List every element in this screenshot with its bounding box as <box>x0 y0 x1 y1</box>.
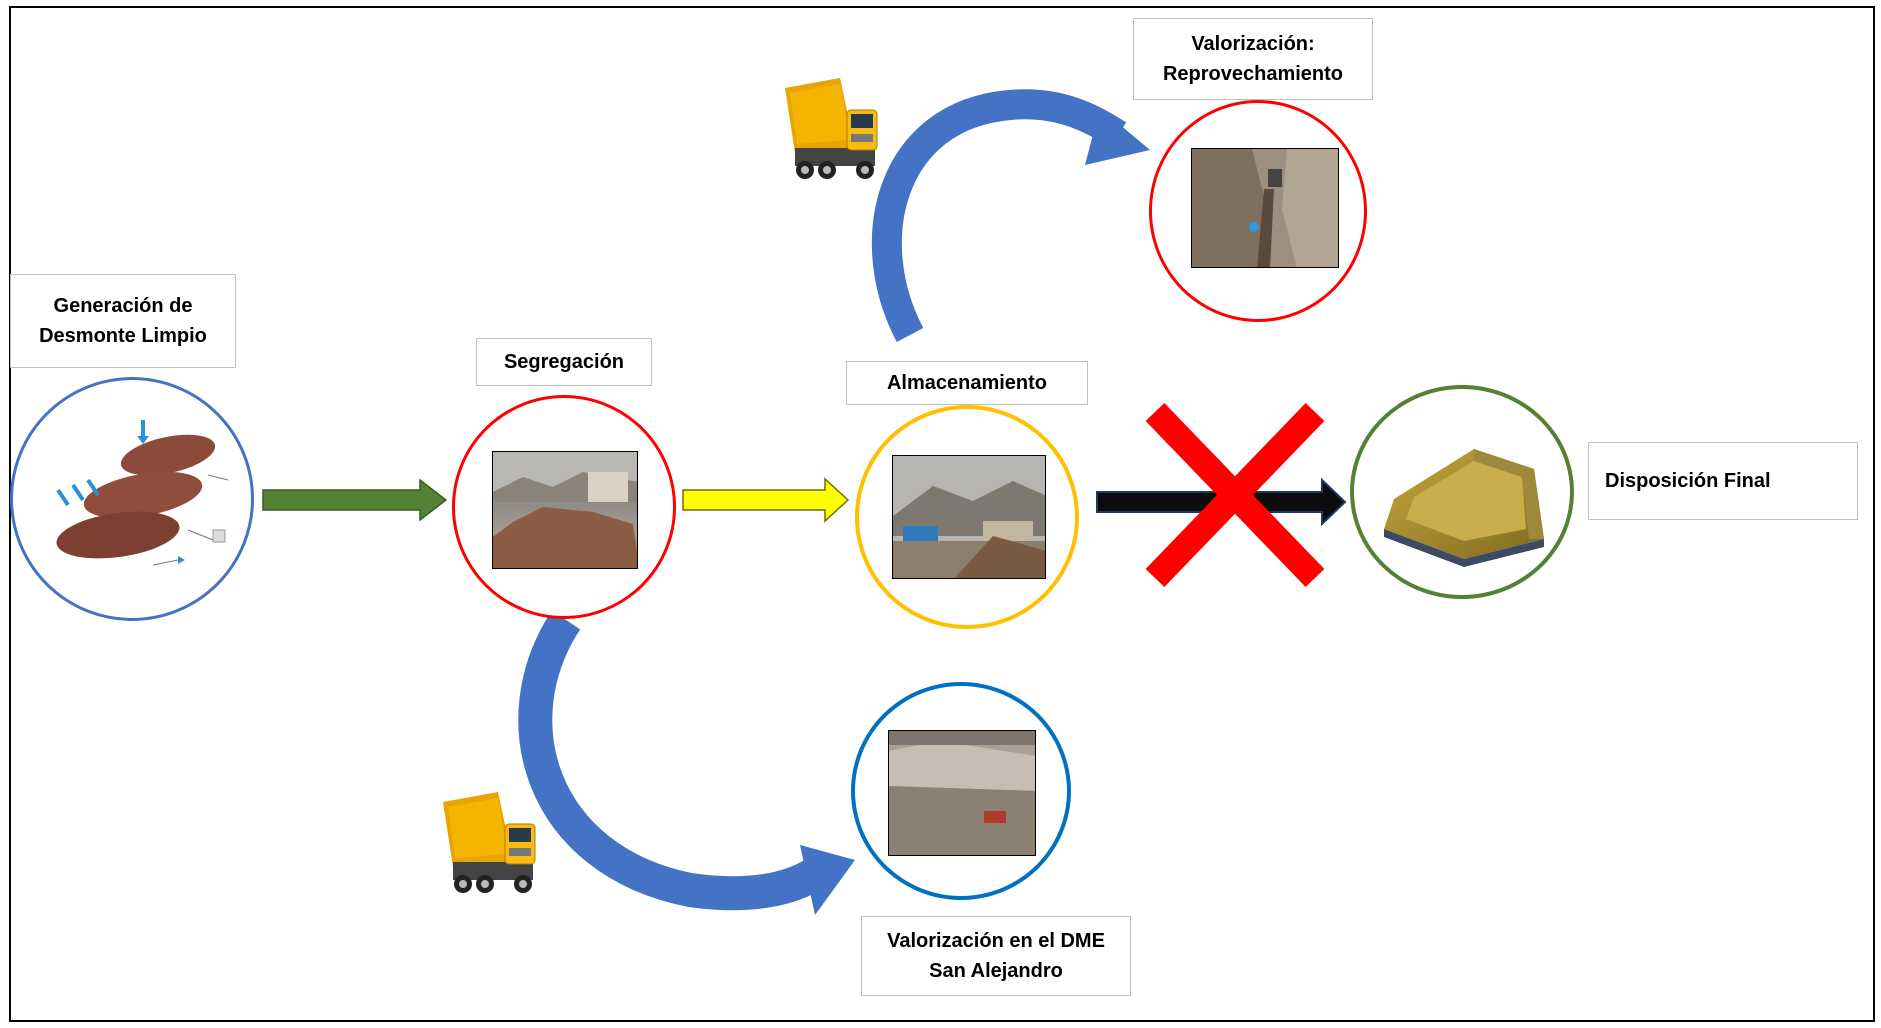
cross-mark-icon <box>1145 402 1325 588</box>
curved-arrow-to-reprovechamiento <box>871 89 1150 342</box>
soil-piles-illustration <box>56 420 229 566</box>
dump-truck-icon <box>443 792 536 893</box>
green-arrow <box>262 478 448 522</box>
dme-photo <box>888 730 1036 856</box>
generacion-label: Generación de Desmonte Limpio <box>10 274 236 368</box>
valorizacion-dme-label: Valorización en el DME San Alejandro <box>861 916 1131 996</box>
curved-arrow-to-dme <box>518 610 855 915</box>
yellow-arrow <box>682 477 850 523</box>
dme-node <box>851 682 1071 900</box>
landfill-illustration <box>1384 449 1544 567</box>
segregacion-photo <box>492 451 638 569</box>
dump-truck-icon <box>785 78 878 179</box>
almacenamiento-node <box>855 405 1079 629</box>
almacenamiento-photo <box>892 455 1046 579</box>
disposicion-final-node <box>1350 385 1574 599</box>
valorizacion-reprovechamiento-label: Valorización: Reprovechamiento <box>1133 18 1373 100</box>
almacenamiento-label: Almacenamiento <box>846 361 1088 405</box>
reprovechamiento-photo <box>1191 148 1339 268</box>
generacion-node <box>10 377 254 621</box>
disposicion-final-label: Disposición Final <box>1588 442 1858 520</box>
reprovechamiento-node <box>1149 100 1367 322</box>
segregacion-node <box>452 395 676 619</box>
segregacion-label: Segregación <box>476 338 652 386</box>
